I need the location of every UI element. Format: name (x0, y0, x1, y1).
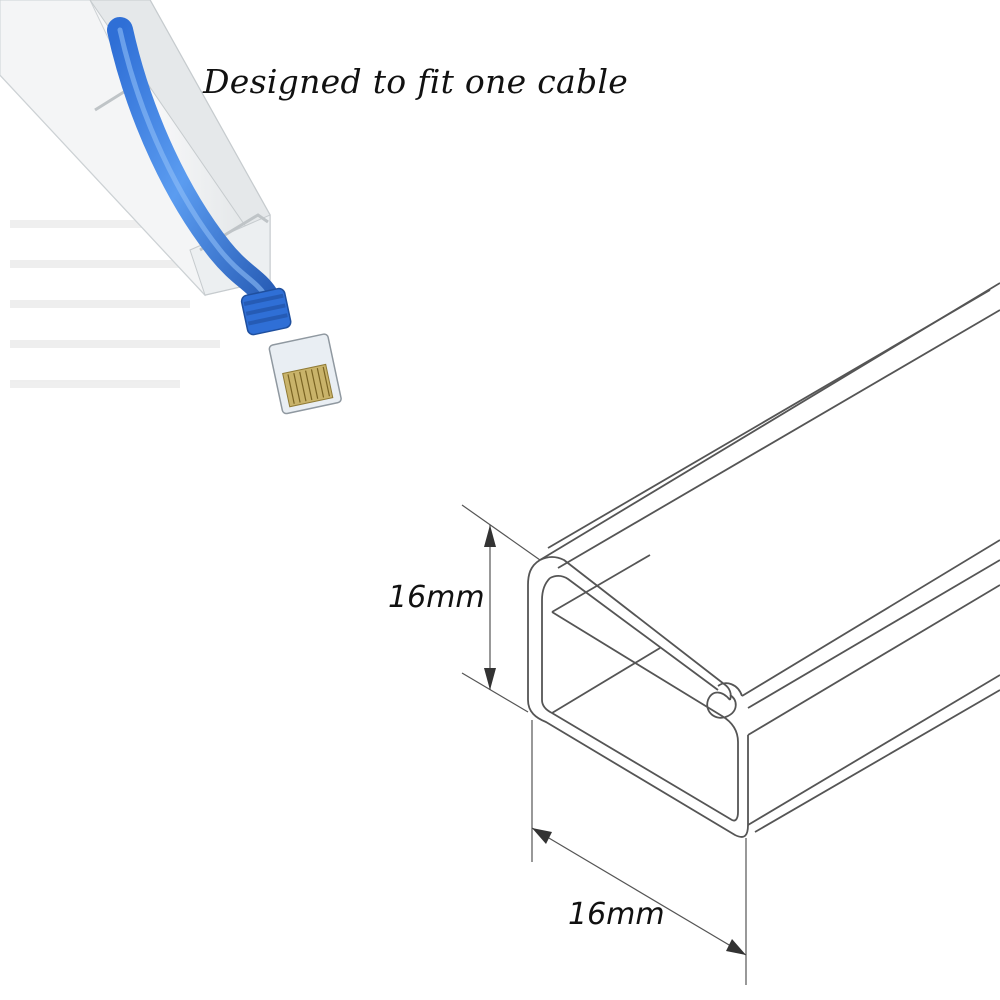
width-dimension-label: 16mm (568, 897, 665, 932)
height-dimension-label: 16mm (388, 580, 485, 615)
caption-text: Designed to fit one cable (203, 62, 629, 101)
cable-trunking-photo (0, 0, 342, 415)
